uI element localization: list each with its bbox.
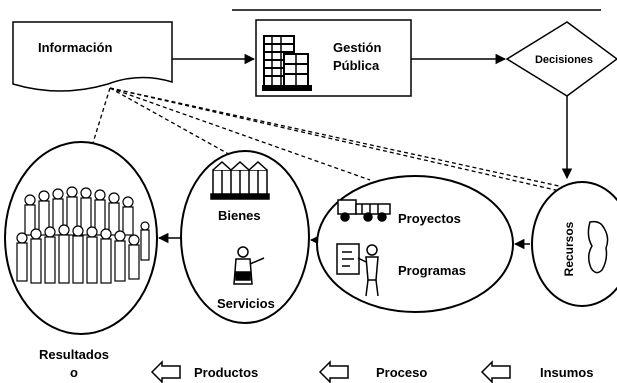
programas-label: Programas [398,263,466,278]
gestion-label-line2: Pública [333,58,380,73]
crowd-icon [16,186,150,284]
dashed-feedback-lines [91,87,587,198]
decisiones-label: Decisiones [535,54,593,66]
informacion-box [12,21,173,92]
recursos-label: Recursos [562,221,576,276]
resultados-label-line1: Resultados [39,347,109,362]
legend-arrow-proceso-icon [318,360,349,383]
resources-icon [587,220,609,274]
legend-proceso-label: Proceso [376,365,427,380]
informacion-label: Información [38,40,112,55]
servicios-label: Servicios [217,296,275,311]
legend-arrow-insumos-icon [480,360,511,383]
building-icon [262,35,312,91]
proyectos-label: Proyectos [398,211,461,226]
legend: Productos Proceso Insumos [150,360,593,383]
service-person-icon [233,246,265,285]
bienes-label: Bienes [218,208,261,223]
legend-arrow-productos-icon [150,360,181,383]
truck-icon [337,199,391,222]
legend-insumos-label: Insumos [540,365,593,380]
factory-icon [210,160,270,200]
recursos-ellipse [531,181,617,307]
resultados-label-line2: o [70,365,78,380]
presenter-icon [336,243,379,297]
legend-productos-label: Productos [194,365,258,380]
gestion-label-line1: Gestión [333,40,381,55]
